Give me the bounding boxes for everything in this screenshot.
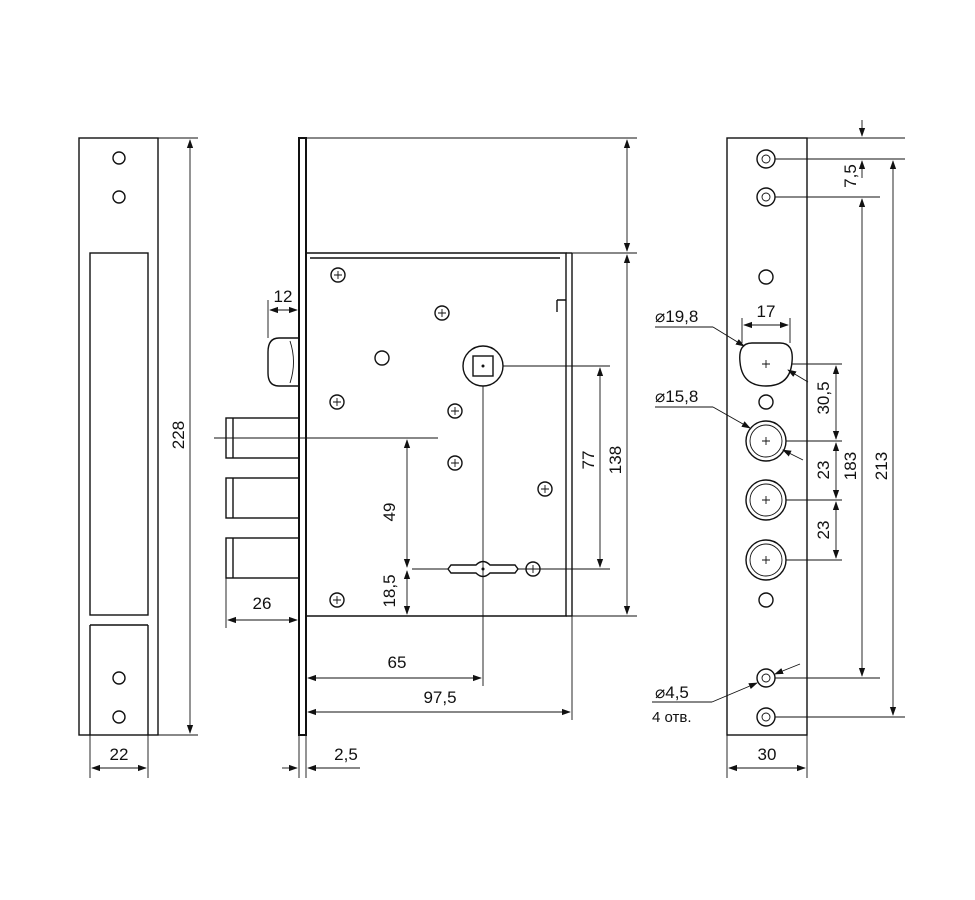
- lock-body-view: 12 26 49 18,5 77 138 65 97,5 2,5: [214, 137, 637, 778]
- case-screw: [330, 267, 346, 283]
- faceplate-thickness-label: 2,5: [334, 745, 358, 764]
- medium-hole-diameter-label: ⌀15,8: [655, 387, 698, 406]
- spindle-to-bolt-label: 30,5: [814, 381, 833, 414]
- case-height-label: 138: [606, 446, 625, 474]
- case-screws: [329, 267, 553, 608]
- deadbolt: [225, 477, 300, 519]
- faceplate-small-hole: [758, 269, 774, 285]
- case-screw: [447, 455, 463, 471]
- faceplate-outline: [726, 137, 808, 736]
- deadbolt: [225, 537, 300, 579]
- case-screw: [447, 403, 463, 419]
- screw-hole-diameter-label: ⌀4,5: [655, 683, 689, 702]
- large-hole-diameter-label: ⌀19,8: [655, 307, 698, 326]
- latch-opening: [739, 342, 793, 387]
- strike-plate-bolt-opening: [89, 252, 149, 616]
- bolt-spacing-label: 23: [814, 521, 833, 540]
- backset-label: 65: [388, 653, 407, 672]
- lock-case-outline: [306, 252, 567, 617]
- mounting-screw-hole: [756, 187, 776, 207]
- spindle-square: [472, 355, 494, 377]
- bolt-projection-label: 26: [253, 594, 272, 613]
- faceplate-small-hole: [758, 592, 774, 608]
- spindle-to-key-label: 77: [579, 451, 598, 470]
- bolt-to-key-label: 49: [380, 503, 399, 522]
- strike-screw-hole: [112, 671, 126, 685]
- screw-hole-count-label: 4 отв.: [652, 709, 692, 726]
- strike-screw-hole: [112, 190, 126, 204]
- top-offset-label: 7,5: [841, 164, 860, 188]
- inner-screw-spacing-label: 183: [841, 452, 860, 480]
- strike-plate-height-label: 228: [169, 421, 188, 449]
- pin-hole: [374, 350, 390, 366]
- latch-dim-label: 12: [274, 287, 293, 306]
- mounting-screw-hole: [756, 668, 776, 688]
- bolt-hole: [745, 420, 787, 462]
- key-to-bottom-label: 18,5: [380, 574, 399, 607]
- bolt-spacing-label: 23: [814, 461, 833, 480]
- keyhole: [447, 560, 519, 578]
- faceplate-width-label: 30: [758, 745, 777, 764]
- strike-screw-hole: [112, 151, 126, 165]
- mounting-screw-hole: [756, 149, 776, 169]
- latch-bolt: [267, 337, 299, 387]
- strike-plate-outline: [78, 137, 159, 736]
- cylinder-slot-width-label: 17: [757, 302, 776, 321]
- faceplate-side: [298, 137, 307, 736]
- faceplate-small-hole: [758, 394, 774, 410]
- case-depth-label: 97,5: [423, 688, 456, 707]
- case-screw: [329, 592, 345, 608]
- faceplate-front-view: 7,5 17 ⌀19,8 ⌀15,8 30,5 23 23 183 213: [652, 120, 905, 778]
- case-screw: [329, 394, 345, 410]
- bolt-hole: [745, 479, 787, 521]
- case-screw: [537, 481, 553, 497]
- case-screw: [434, 305, 450, 321]
- mounting-screw-hole: [756, 707, 776, 727]
- strike-plate-width-label: 22: [110, 745, 129, 764]
- strike-screw-hole: [112, 710, 126, 724]
- bolt-hole: [745, 539, 787, 581]
- outer-screw-spacing-label: 213: [872, 452, 891, 480]
- strike-plate-view: 228 22: [78, 137, 198, 778]
